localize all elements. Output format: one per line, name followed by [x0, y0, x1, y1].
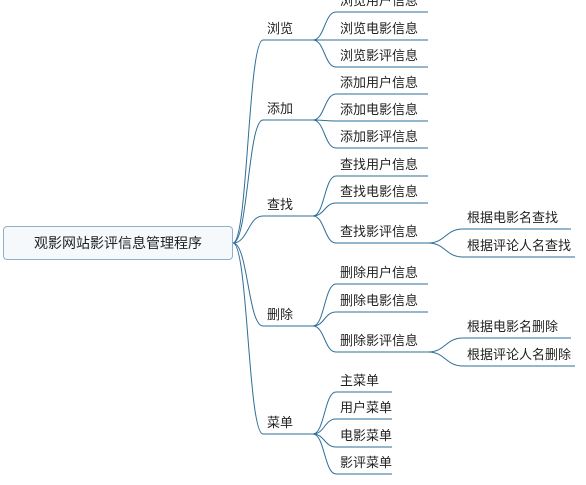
- branch-node: 查找: [267, 198, 294, 213]
- subleaf-node: 根据电影名删除: [467, 320, 559, 335]
- edge-root-branch: [232, 215, 264, 244]
- edge-branch-leaf: [312, 93, 337, 121]
- leaf-node: 添加影评信息: [340, 130, 419, 145]
- edge-branch-leaf: [312, 418, 337, 435]
- leaf-node: 浏览用户信息: [340, 0, 419, 9]
- edge-branch-leaf: [312, 39, 337, 68]
- edge-branch-leaf: [312, 119, 337, 149]
- edge-leaf-subleaf: [427, 242, 464, 258]
- edge-branch-leaf: [312, 391, 337, 435]
- leaf-node: 查找用户信息: [340, 158, 419, 173]
- branch-node: 添加: [267, 102, 294, 117]
- edge-leaf-subleaf: [427, 337, 464, 353]
- edge-leaf-subleaf: [427, 351, 464, 367]
- leaf-node: 删除电影信息: [340, 294, 419, 309]
- leaf-node: 浏览电影信息: [340, 22, 419, 37]
- edge-branch-leaf: [312, 325, 337, 353]
- leaf-node: 查找影评信息: [340, 225, 419, 240]
- subleaf-node: 根据评论人名查找: [467, 239, 572, 254]
- leaf-node: 添加用户信息: [340, 76, 419, 91]
- edge-leaf-subleaf: [427, 228, 464, 244]
- branch-node: 删除: [267, 308, 294, 323]
- subleaf-node: 根据评论人名删除: [467, 348, 572, 363]
- edge-root-branch: [232, 119, 264, 244]
- leaf-node: 添加电影信息: [340, 103, 419, 118]
- branch-node: 菜单: [267, 416, 294, 431]
- leaf-node: 主菜单: [340, 374, 380, 389]
- edge-root-branch: [232, 242, 264, 435]
- edge-branch-leaf: [312, 175, 337, 217]
- branch-node: 浏览: [267, 22, 294, 37]
- leaf-node: 删除影评信息: [340, 334, 419, 349]
- root-node-label: 观影网站影评信息管理程序: [34, 236, 202, 252]
- root-node: 观影网站影评信息管理程序: [3, 226, 233, 260]
- edge-branch-leaf: [312, 215, 337, 244]
- edge-branch-leaf: [312, 311, 337, 327]
- edge-branch-leaf: [312, 283, 337, 327]
- leaf-node: 删除用户信息: [340, 266, 419, 281]
- edge-branch-leaf: [312, 433, 337, 475]
- leaf-node: 电影菜单: [340, 429, 393, 444]
- edge-branch-leaf: [312, 202, 337, 217]
- leaf-node: 影评菜单: [340, 456, 393, 471]
- edge-root-branch: [232, 39, 264, 244]
- leaf-node: 查找电影信息: [340, 185, 419, 200]
- edge-root-branch: [232, 242, 264, 327]
- leaf-node: 浏览影评信息: [340, 49, 419, 64]
- leaf-node: 用户菜单: [340, 401, 393, 416]
- edge-branch-leaf: [312, 11, 337, 41]
- subleaf-node: 根据电影名查找: [467, 211, 559, 226]
